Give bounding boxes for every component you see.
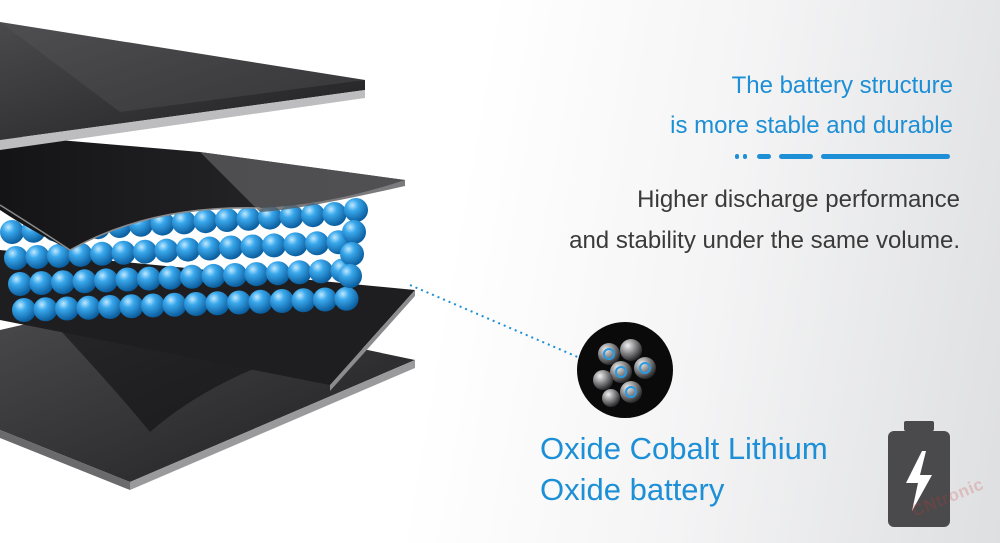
separator-sheet-upper bbox=[0, 135, 405, 251]
caption-line-1: Oxide Cobalt Lithium bbox=[540, 431, 828, 466]
lithium-sphere bbox=[270, 289, 294, 313]
lithium-sphere bbox=[215, 208, 239, 232]
lithium-sphere bbox=[0, 220, 24, 244]
lithium-sphere bbox=[133, 239, 157, 264]
lithium-sphere bbox=[291, 288, 316, 313]
lithium-sphere bbox=[68, 242, 93, 267]
lithium-sphere bbox=[25, 244, 50, 269]
lithium-sphere bbox=[51, 270, 75, 295]
lithium-sphere bbox=[287, 260, 312, 285]
lithium-sphere bbox=[8, 272, 32, 296]
lithium-sphere bbox=[55, 296, 79, 321]
lithium-sphere bbox=[266, 261, 290, 286]
lithium-sphere bbox=[219, 235, 243, 260]
lithium-sphere bbox=[180, 264, 204, 289]
lithium-sphere bbox=[283, 232, 308, 257]
lithium-sphere bbox=[205, 291, 230, 316]
headline-line-1: The battery structure bbox=[731, 72, 953, 99]
lithium-sphere bbox=[172, 210, 196, 235]
lithium-sphere bbox=[322, 202, 347, 226]
battery-cell-layers-illustration bbox=[0, 22, 581, 490]
lithium-sphere bbox=[98, 295, 122, 319]
headline-line-2: is more stable and durable bbox=[670, 112, 953, 139]
lithium-sphere bbox=[248, 289, 273, 314]
lithium-sphere bbox=[90, 241, 114, 266]
lithium-sphere bbox=[344, 198, 368, 222]
lithium-sphere bbox=[76, 295, 101, 320]
lithium-sphere bbox=[12, 298, 36, 322]
lithium-sphere bbox=[236, 206, 261, 231]
lithium-sphere bbox=[309, 259, 333, 284]
lithium-sphere bbox=[137, 266, 161, 291]
lithium-sphere bbox=[201, 263, 226, 288]
lithium-sphere bbox=[340, 242, 364, 266]
caption-line-2: Oxide battery bbox=[540, 472, 725, 507]
lithium-sphere bbox=[334, 286, 359, 311]
lithium-sphere bbox=[154, 238, 179, 263]
zoom-connector-line bbox=[409, 284, 581, 359]
lithium-sphere bbox=[119, 294, 144, 319]
description-line-2: and stability under the same volume. bbox=[569, 227, 960, 254]
lithium-sphere bbox=[115, 267, 140, 292]
lithium-sphere bbox=[313, 287, 337, 312]
lithium-sphere bbox=[158, 265, 183, 290]
top-plate bbox=[0, 22, 365, 150]
lithium-sphere bbox=[197, 236, 222, 261]
lithium-sphere bbox=[223, 263, 247, 287]
lithium-sphere bbox=[111, 240, 136, 265]
lithium-sphere bbox=[305, 231, 329, 256]
lithium-sphere bbox=[94, 268, 118, 293]
battery-charging-icon bbox=[888, 421, 950, 527]
lithium-sphere bbox=[193, 209, 218, 234]
description-line-1: Higher discharge performance bbox=[637, 186, 960, 213]
lithium-sphere bbox=[162, 292, 187, 317]
lithium-sphere bbox=[342, 220, 366, 244]
lithium-sphere bbox=[29, 271, 54, 296]
lithium-sphere bbox=[240, 234, 265, 259]
lithium-sphere bbox=[279, 204, 304, 229]
lithium-sphere bbox=[33, 297, 58, 322]
lithium-sphere bbox=[72, 269, 97, 294]
lithium-sphere-lattice bbox=[0, 198, 368, 322]
dashed-divider bbox=[735, 154, 950, 160]
lithium-sphere bbox=[262, 233, 286, 258]
lithium-sphere bbox=[184, 292, 208, 316]
lithium-sphere bbox=[227, 290, 251, 315]
molecule-zoom-icon bbox=[577, 322, 673, 418]
lithium-sphere bbox=[4, 246, 28, 270]
lithium-sphere bbox=[47, 243, 71, 268]
lithium-sphere bbox=[244, 262, 269, 287]
lithium-sphere bbox=[141, 293, 165, 318]
lithium-sphere bbox=[176, 237, 200, 262]
lithium-sphere bbox=[301, 203, 325, 228]
lithium-sphere bbox=[338, 264, 362, 288]
